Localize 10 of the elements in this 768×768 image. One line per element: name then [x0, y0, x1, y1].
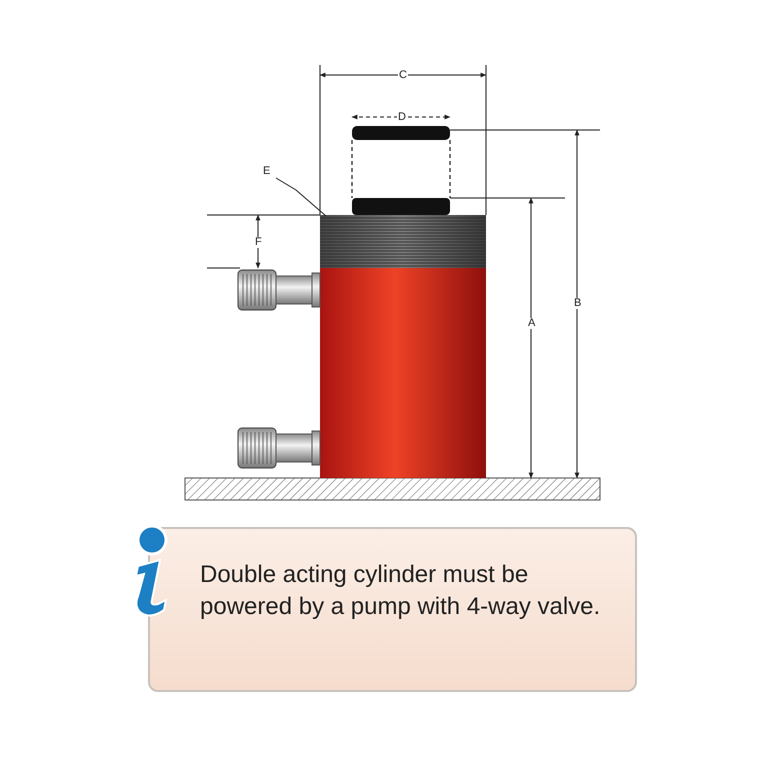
- dimension-label: F: [254, 237, 263, 248]
- leader-line: [276, 178, 326, 216]
- note-box: [148, 527, 637, 692]
- threaded-collar: [320, 215, 486, 268]
- dimension-label: D: [397, 112, 407, 123]
- note-text: Double acting cylinder must be powered by a pump with 4-way valve.: [200, 560, 602, 622]
- callout-letter: E: [262, 166, 272, 177]
- dimension-label: A: [527, 318, 536, 329]
- dimension-label: C: [398, 70, 408, 81]
- dimension-label: B: [573, 298, 582, 309]
